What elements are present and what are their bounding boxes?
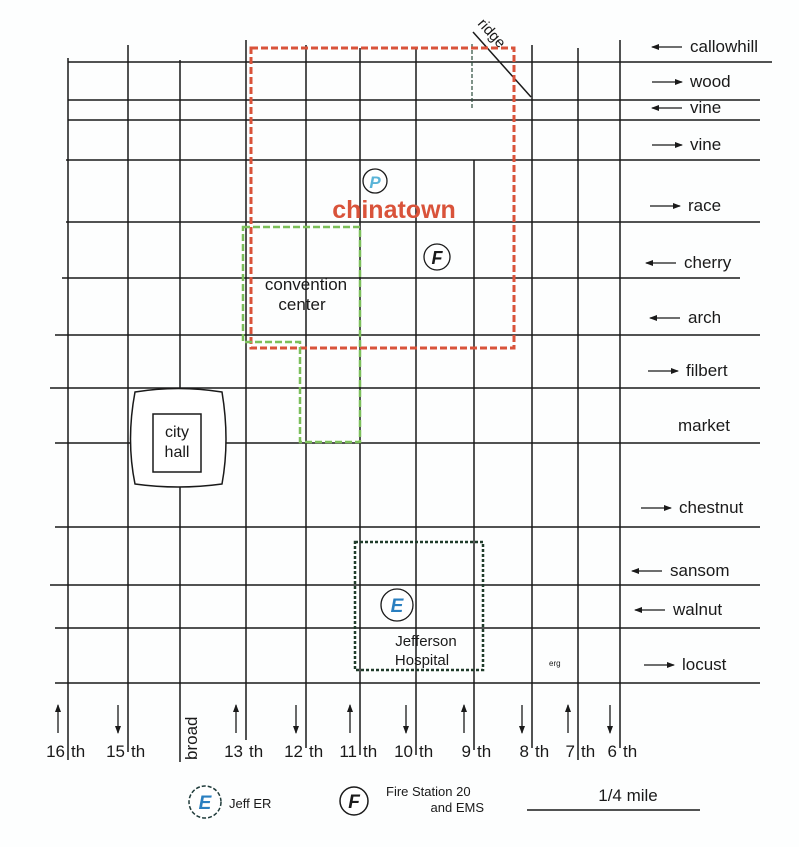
fire-legend-icon	[339, 786, 369, 816]
svg-text:P: P	[369, 173, 381, 192]
convention-center-label-1: convention	[265, 275, 347, 294]
fire-station-marker: F	[423, 243, 451, 271]
street-arch: arch	[55, 308, 760, 336]
street-number: 11	[339, 742, 357, 761]
street-name: cherry	[684, 253, 732, 272]
street-name: broad	[182, 717, 201, 760]
street-number: 13	[224, 742, 243, 761]
convention-center-boundary	[241, 225, 362, 444]
street-number: 16	[46, 742, 65, 761]
ridge-label: ridge	[474, 15, 509, 51]
street-name: market	[678, 416, 730, 435]
street-11: 11 th	[339, 48, 377, 761]
street-name: wood	[689, 72, 731, 91]
street-walnut: walnut	[55, 600, 760, 629]
svg-text:F: F	[348, 792, 361, 813]
street-number: 6	[608, 742, 617, 761]
small-note: erg	[549, 659, 561, 668]
street-number: 7	[566, 742, 575, 761]
legend-fire-label-1: Fire Station 20	[386, 784, 471, 799]
street-number: 10	[394, 742, 413, 761]
er-marker: E	[380, 588, 414, 622]
street-16: 16 th	[46, 58, 85, 761]
street-suffix: th	[131, 742, 145, 761]
street-chestnut: chestnut	[55, 498, 760, 528]
street-suffix: th	[581, 742, 595, 761]
street-9: 9 th	[461, 160, 491, 761]
street-suffix: th	[477, 742, 491, 761]
street-name: vine	[690, 135, 721, 154]
street-suffix: th	[623, 742, 637, 761]
svg-text:E: E	[391, 596, 405, 617]
street-suffix: th	[309, 742, 323, 761]
street-name: race	[688, 196, 721, 215]
convention-center-label-2: center	[278, 295, 326, 314]
street-6: 6 th	[607, 40, 637, 761]
street-number: 9	[462, 742, 471, 761]
street-name: walnut	[672, 600, 722, 619]
street-suffix: th	[249, 742, 263, 761]
svg-text:F: F	[432, 248, 444, 268]
street-15: 15 th	[106, 45, 145, 761]
scale-label: 1/4 mile	[598, 786, 658, 805]
street-number: 12	[284, 742, 303, 761]
street-suffix: th	[363, 742, 377, 761]
street-7: 7 th	[565, 48, 595, 761]
legend-fire-label-2: and EMS	[431, 800, 485, 815]
street-wood: wood	[68, 72, 760, 101]
street-name: filbert	[686, 361, 728, 380]
legend: E Jeff ER F Fire Station 20 and EMS 1/4 …	[188, 784, 700, 819]
street-locust: locust	[55, 655, 760, 684]
street-number: 8	[520, 742, 529, 761]
street-name: callowhill	[690, 37, 758, 56]
street-race: race	[66, 196, 760, 223]
street-name: vine	[690, 98, 721, 117]
street-vine: vine	[66, 135, 760, 161]
city-hall-label-2: hall	[165, 444, 190, 461]
street-name: locust	[682, 655, 727, 674]
street-name: chestnut	[679, 498, 744, 517]
ridge-street	[472, 31, 532, 98]
street-number: 15	[106, 742, 125, 761]
street-13: 13 th	[224, 40, 263, 761]
street-name: sansom	[670, 561, 730, 580]
street-suffix: th	[71, 742, 85, 761]
street-sansom: sansom	[50, 561, 760, 586]
svg-text:E: E	[199, 793, 213, 814]
street-filbert: filbert	[50, 361, 760, 389]
street-vine: vine	[68, 98, 760, 121]
jefferson-hospital-boundary	[353, 540, 485, 672]
parking-marker: P	[362, 168, 388, 194]
east-west-streets: callowhill wood vine vine race cherry arch filb…	[50, 37, 772, 684]
street-suffix: th	[535, 742, 549, 761]
street-12: 12 th	[284, 45, 323, 761]
hospital-label-2: Hospital	[395, 652, 449, 669]
hospital-label-1: Jefferson	[395, 633, 456, 650]
street-callowhill: callowhill	[68, 37, 772, 63]
city-hall-label-1: city	[165, 424, 189, 441]
street-8: 8 th	[519, 45, 549, 761]
chinatown-boundary	[249, 46, 516, 350]
legend-er-label: Jeff ER	[229, 796, 271, 811]
street-name: arch	[688, 308, 721, 327]
chinatown-label: chinatown	[332, 196, 456, 224]
street-suffix: th	[419, 742, 433, 761]
street-10: 10 th	[394, 48, 433, 761]
street-cherry: cherry	[62, 253, 740, 279]
city-hall: city hall	[129, 387, 227, 488]
er-legend-icon	[188, 785, 222, 819]
